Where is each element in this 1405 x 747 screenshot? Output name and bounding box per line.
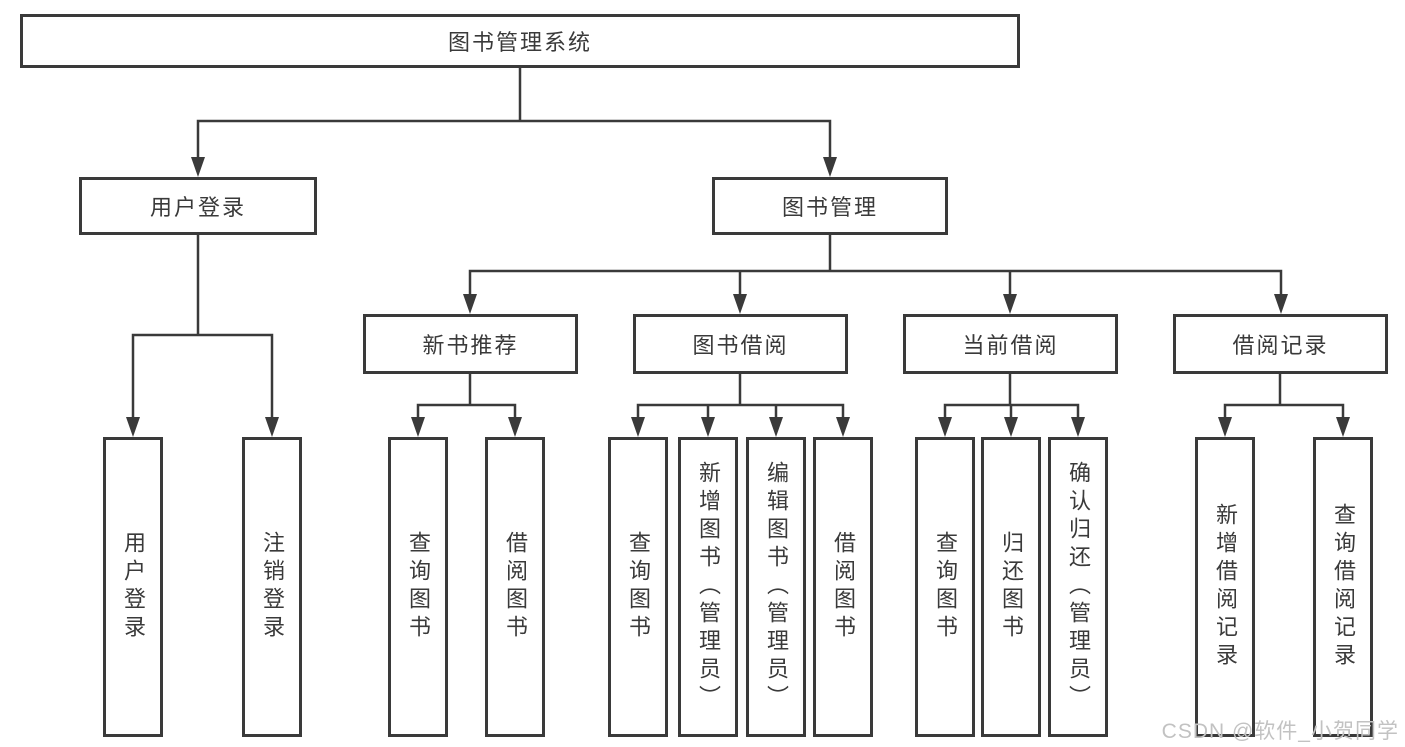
arrow-down-icon: [411, 417, 425, 437]
leaf-return-books: 归还图书: [981, 437, 1041, 737]
arrow-down-icon: [769, 417, 783, 437]
node-book-management: 图书管理: [712, 177, 948, 235]
node-book-borrow-label: 图书借阅: [692, 333, 789, 358]
arrow-down-icon: [733, 294, 747, 314]
leaf-add-borrow-record-label: 新增借阅记录: [1213, 503, 1238, 671]
connector-root-to-level2: [196, 68, 832, 160]
leaf-logout-label: 注销登录: [260, 531, 285, 643]
arrow-down-icon: [1218, 417, 1232, 437]
leaf-login: 用户登录: [103, 437, 163, 737]
arrow-down-icon: [1004, 417, 1018, 437]
arrow-down-icon: [823, 157, 837, 177]
leaf-borrow-books-label: 借阅图书: [831, 531, 856, 643]
arrow-down-icon: [265, 417, 279, 437]
node-user-login: 用户登录: [79, 177, 317, 235]
arrow-down-icon: [631, 417, 645, 437]
arrow-down-icon: [191, 157, 205, 177]
leaf-add-books-admin: 新增图书（管理员）: [678, 437, 738, 737]
watermark: CSDN @软件_小贺同学: [1161, 720, 1399, 743]
leaf-borrow-books-recommend-label: 借阅图书: [503, 531, 528, 643]
arrow-down-icon: [126, 417, 140, 437]
connector-book-borrow-to-leaves: [636, 374, 845, 420]
node-root-label: 图书管理系统: [447, 30, 592, 55]
leaf-confirm-return-admin-label: 确认归还（管理员）: [1066, 461, 1091, 713]
leaf-confirm-return-admin: 确认归还（管理员）: [1048, 437, 1108, 737]
arrowhead-icons: [126, 157, 1350, 437]
leaf-logout: 注销登录: [242, 437, 302, 737]
connector-user-login-to-leaves: [131, 235, 274, 420]
leaf-query-books-recommend-label: 查询图书: [406, 531, 431, 643]
node-user-login-label: 用户登录: [149, 195, 246, 220]
arrow-down-icon: [1336, 417, 1350, 437]
leaf-edit-books-admin-label: 编辑图书（管理员）: [764, 461, 789, 713]
arrow-down-icon: [701, 417, 715, 437]
connector-book-management-to-level3: [468, 235, 1283, 297]
arrow-down-icon: [463, 294, 477, 314]
leaf-query-books-borrow-label: 查询图书: [626, 531, 651, 643]
arrow-down-icon: [508, 417, 522, 437]
leaf-query-books-current-label: 查询图书: [933, 531, 958, 643]
leaf-query-borrow-record-label: 查询借阅记录: [1331, 503, 1356, 671]
connector-current-borrow-to-leaves: [943, 374, 1080, 420]
connector-new-book-recommend-to-leaves: [416, 374, 517, 420]
leaf-query-books-recommend: 查询图书: [388, 437, 448, 737]
leaf-add-borrow-record: 新增借阅记录: [1195, 437, 1255, 737]
node-borrow-record-label: 借阅记录: [1232, 333, 1329, 358]
leaf-return-books-label: 归还图书: [999, 531, 1024, 643]
arrow-down-icon: [836, 417, 850, 437]
node-book-management-label: 图书管理: [781, 195, 878, 220]
node-current-borrow-label: 当前借阅: [962, 333, 1059, 358]
node-root: 图书管理系统: [20, 14, 1020, 68]
leaf-query-borrow-record: 查询借阅记录: [1313, 437, 1373, 737]
leaf-query-books-current: 查询图书: [915, 437, 975, 737]
node-book-borrow: 图书借阅: [633, 314, 848, 374]
leaf-query-books-borrow: 查询图书: [608, 437, 668, 737]
leaf-login-label: 用户登录: [121, 531, 146, 643]
arrow-down-icon: [1071, 417, 1085, 437]
arrow-down-icon: [1003, 294, 1017, 314]
leaf-borrow-books-recommend: 借阅图书: [485, 437, 545, 737]
node-current-borrow: 当前借阅: [903, 314, 1118, 374]
arrow-down-icon: [1274, 294, 1288, 314]
connector-borrow-record-to-leaves: [1223, 374, 1345, 420]
leaf-edit-books-admin: 编辑图书（管理员）: [746, 437, 806, 737]
leaf-borrow-books: 借阅图书: [813, 437, 873, 737]
arrow-down-icon: [938, 417, 952, 437]
connector-paths: [131, 68, 1345, 420]
leaf-add-books-admin-label: 新增图书（管理员）: [696, 461, 721, 713]
node-new-book-recommend: 新书推荐: [363, 314, 578, 374]
node-borrow-record: 借阅记录: [1173, 314, 1388, 374]
node-new-book-recommend-label: 新书推荐: [422, 333, 519, 358]
